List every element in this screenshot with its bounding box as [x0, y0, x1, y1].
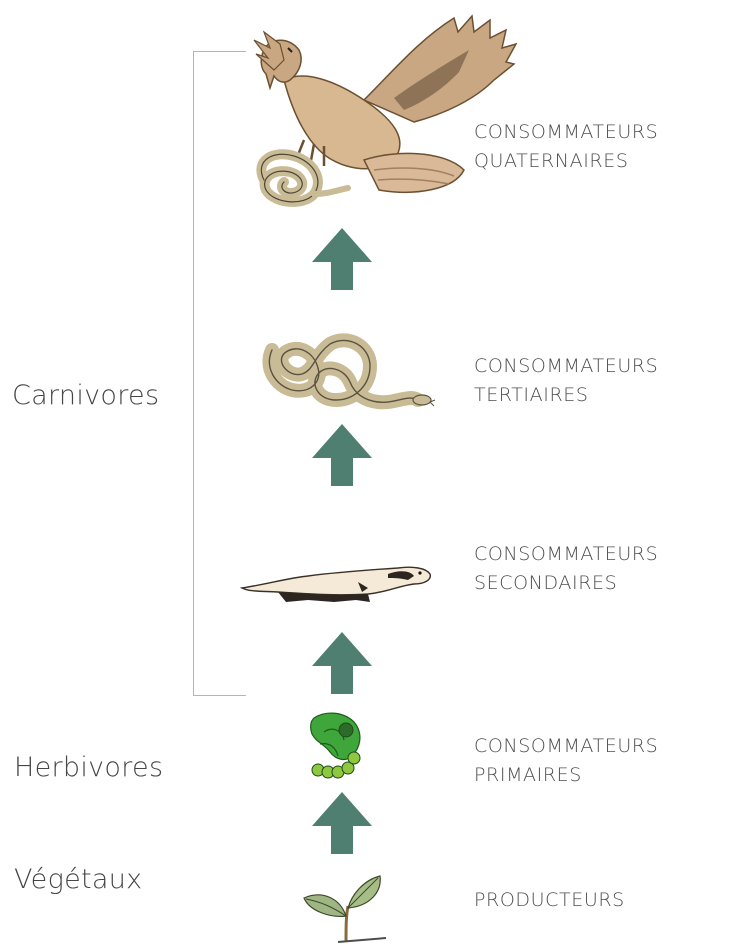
arrow-up-icon — [310, 630, 374, 694]
level-label-secondaires: CONSOMMATEURS SECONDAIRES — [474, 540, 658, 598]
level-label-line2: PRIMAIRES — [474, 761, 658, 790]
level-label-line2: TERTIAIRES — [474, 381, 658, 410]
level-label-tertiaires: CONSOMMATEURS TERTIAIRES — [474, 352, 658, 410]
arrow-up-icon — [310, 790, 374, 854]
level-label-line1: CONSOMMATEURS — [474, 352, 658, 381]
leaf-sprout-icon — [302, 868, 392, 948]
snake-icon — [258, 330, 438, 420]
arrow-up-icon — [310, 226, 374, 290]
level-label-line2: SECONDAIRES — [474, 569, 658, 598]
level-label-producteurs: PRODUCTEURS — [474, 886, 625, 915]
ferret-icon — [238, 548, 438, 608]
group-label-vegetaux: Végétaux — [14, 864, 142, 895]
level-label-line1: CONSOMMATEURS — [474, 540, 658, 569]
arrow-up-icon — [310, 422, 374, 486]
level-label-line1: CONSOMMATEURS — [474, 732, 658, 761]
group-label-carnivores: Carnivores — [12, 380, 159, 411]
caterpillar-icon — [306, 708, 368, 784]
level-label-primaires: CONSOMMATEURS PRIMAIRES — [474, 732, 658, 790]
level-label-line1: PRODUCTEURS — [474, 886, 625, 915]
group-label-herbivores: Herbivores — [14, 752, 163, 783]
eagle-with-snake-icon — [244, 10, 524, 210]
